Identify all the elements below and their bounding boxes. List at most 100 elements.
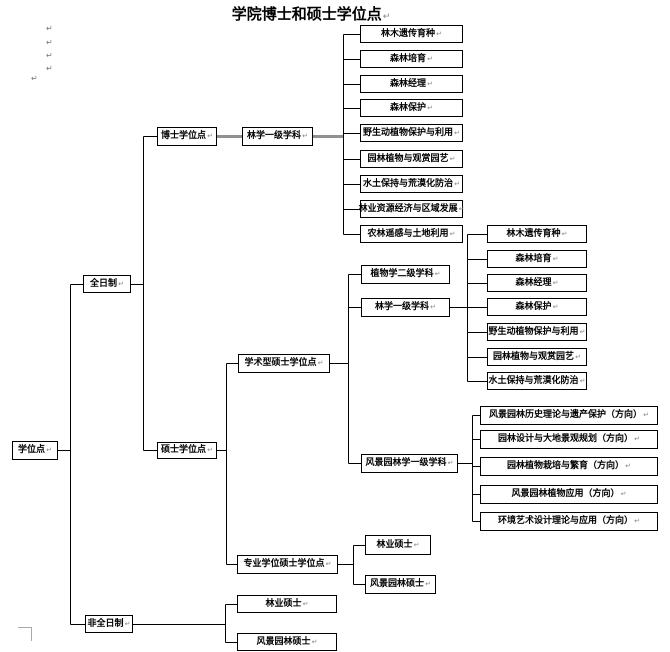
node-label: 环境艺术设计理论与应用（方向） xyxy=(498,516,634,526)
paragraph-mark: ↵ xyxy=(207,132,213,140)
paragraph-mark: ↵ xyxy=(458,204,465,213)
node-label: 园林植物与观赏园艺 xyxy=(493,351,575,362)
node-doc-child: 野生动植物保护与利用↵ xyxy=(360,124,463,142)
node-doc-child: 园林植物与观赏园艺↵ xyxy=(360,150,463,168)
node-label: 风景园林学一级学科 xyxy=(365,458,447,468)
node-label: 全日制 xyxy=(90,278,118,289)
node-mas-child: 森林保护↵ xyxy=(487,298,587,316)
node-mas-child: 园林植物与观赏园艺↵ xyxy=(487,348,587,366)
node-label: 风景园林硕士 xyxy=(256,636,311,647)
node-label: 学术型硕士学位点 xyxy=(244,358,317,368)
node-label: 水土保持与荒漠化防治 xyxy=(363,178,454,189)
paragraph-mark: ↵ xyxy=(620,490,627,498)
paragraph-mark: ↵ xyxy=(124,619,131,628)
paragraph-mark: ↵ xyxy=(427,79,433,88)
node-mas-child: 野生动植物保护与利用↵ xyxy=(487,323,587,341)
node-label: 水土保持与荒漠化防治 xyxy=(488,375,579,386)
node-doc-child: 农林遥感与土地利用↵ xyxy=(360,225,463,243)
paragraph-mark: ↵ xyxy=(454,128,460,137)
node-doc-child: 水土保持与荒漠化防治↵ xyxy=(360,175,463,193)
node-label: 森林培育 xyxy=(515,253,552,264)
paragraph-mark: ↵ xyxy=(46,446,52,454)
node-label: 农林遥感与土地利用 xyxy=(367,228,449,239)
node-label: 林业硕士 xyxy=(265,598,302,609)
node-label: 森林保护 xyxy=(390,102,427,113)
node-label: 林业硕士 xyxy=(376,539,413,550)
node-doc-child: 林业资源经济与区域发展↵ xyxy=(358,200,465,218)
paragraph-mark: ↵ xyxy=(447,459,454,467)
paragraph-mark: ↵ xyxy=(118,279,124,288)
paragraph-mark: ↵ xyxy=(317,359,324,367)
node-label: 野生动植物保护与利用 xyxy=(488,326,579,337)
node-label: 森林保护 xyxy=(515,301,552,312)
paragraph-mark: ↵ xyxy=(434,270,441,278)
paragraph-mark: ↵ xyxy=(413,540,420,549)
node-fulltime: 全日制↵ xyxy=(83,275,131,293)
paragraph-mark: ↵ xyxy=(634,517,640,525)
node-mas-child: 森林培育↵ xyxy=(487,250,587,268)
node-doc-child: 森林培育↵ xyxy=(360,50,463,68)
page-title: 学院博士和硕士学位点↵ xyxy=(161,3,461,24)
paragraph-mark: ↵ xyxy=(449,154,456,163)
node-label: 森林经理 xyxy=(390,78,427,89)
node-forestry-first-level-doc: 林学一级学科↵ xyxy=(242,127,313,146)
paragraph-mark: ↵ xyxy=(579,376,586,385)
node-direction: 园林植物栽培与繁育（方向）↵ xyxy=(480,457,658,476)
node-doctoral-point: 博士学位点↵ xyxy=(157,127,217,146)
paragraph-mark: ↵ xyxy=(425,580,431,588)
paragraph-mark: ↵ xyxy=(454,179,460,188)
paragraph-mark: ↵ xyxy=(382,12,391,22)
node-label: 林业资源经济与区域发展 xyxy=(358,203,458,214)
paragraph-mark: ↵ xyxy=(325,560,332,568)
node-doc-child: 林木遗传育种↵ xyxy=(360,25,463,43)
node-prof-child: 风景园林硕士↵ xyxy=(365,575,436,594)
node-label: 园林植物与观赏园艺 xyxy=(367,153,449,164)
paragraph-mark: ↵ xyxy=(625,462,631,470)
node-label: 林学一级学科 xyxy=(247,131,302,141)
node-label: 林木遗传育种 xyxy=(506,228,561,239)
node-label: 林木遗传育种 xyxy=(381,28,436,39)
node-professional-master: 专业学位硕士学位点↵ xyxy=(237,555,338,574)
paragraph-mark: ↵ xyxy=(449,229,456,238)
paragraph-mark: ↵ xyxy=(46,51,53,60)
node-label: 森林经理 xyxy=(515,277,552,288)
node-doc-child: 森林保护↵ xyxy=(360,99,463,117)
page-title-text: 学院博士和硕士学位点 xyxy=(231,5,382,23)
paragraph-mark: ↵ xyxy=(552,302,559,311)
node-academic-master: 学术型硕士学位点↵ xyxy=(238,354,330,373)
node-prof-child: 林业硕士↵ xyxy=(365,535,431,555)
node-label: 风景园林历史理论与遗产保护（方向） xyxy=(489,410,643,420)
node-parttime-child: 风景园林硕士↵ xyxy=(237,633,337,651)
node-degree-root: 学位点↵ xyxy=(12,441,58,460)
paragraph-mark: ↵ xyxy=(579,327,586,336)
paragraph-mark: ↵ xyxy=(436,29,442,38)
paragraph-mark: ↵ xyxy=(31,74,38,83)
node-direction: 环境艺术设计理论与应用（方向）↵ xyxy=(480,512,658,531)
paragraph-mark: ↵ xyxy=(552,254,559,263)
node-master-point: 硕士学位点↵ xyxy=(157,442,217,459)
node-label: 野生动植物保护与利用 xyxy=(363,127,454,138)
paragraph-mark: ↵ xyxy=(46,38,53,47)
paragraph-mark: ↵ xyxy=(46,64,53,73)
paragraph-mark: ↵ xyxy=(561,229,568,238)
node-label: 园林设计与大地景观规划（方向） xyxy=(498,434,634,444)
paragraph-mark: ↵ xyxy=(427,103,433,112)
paragraph-mark: ↵ xyxy=(46,24,53,33)
node-label: 林学一级学科 xyxy=(375,302,430,312)
node-label: 风景园林植物应用（方向） xyxy=(511,489,620,499)
paragraph-mark: ↵ xyxy=(427,54,433,63)
paragraph-mark: ↵ xyxy=(207,446,213,454)
node-label: 非全日制 xyxy=(87,618,124,629)
node-label: 博士学位点 xyxy=(161,131,207,141)
node-direction: 风景园林历史理论与遗产保护（方向）↵ xyxy=(480,406,658,425)
node-mas-child: 森林经理↵ xyxy=(487,274,587,292)
node-label: 学位点 xyxy=(18,445,46,455)
node-label: 风景园林硕士 xyxy=(370,579,425,589)
paragraph-mark: ↵ xyxy=(311,637,318,646)
node-mas-child: 水土保持与荒漠化防治↵ xyxy=(487,372,587,390)
node-label: 森林培育 xyxy=(390,53,427,64)
node-direction: 风景园林植物应用（方向）↵ xyxy=(480,485,658,504)
node-label: 专业学位硕士学位点 xyxy=(243,559,325,569)
node-parttime-child: 林业硕士↵ xyxy=(237,595,337,613)
